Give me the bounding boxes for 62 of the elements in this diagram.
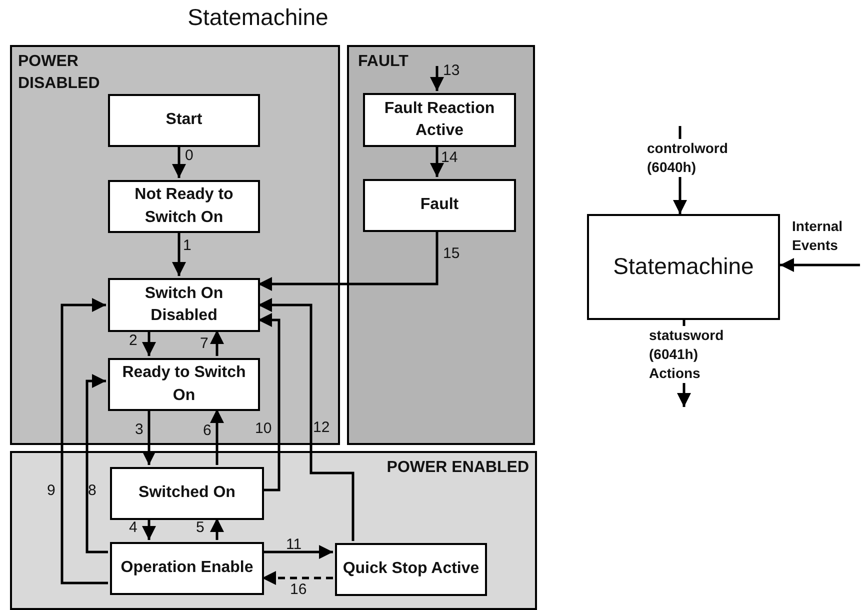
state-box	[108, 358, 260, 411]
transition-arrow	[172, 231, 186, 276]
state-box	[335, 543, 487, 596]
transition-number: 11	[286, 537, 302, 552]
transition-arrow	[780, 258, 860, 272]
state-label: Not Ready to Switch On	[134, 185, 234, 228]
transition-arrow	[430, 145, 444, 177]
transition-arrow	[142, 330, 156, 356]
state-box	[108, 180, 260, 233]
state-box	[108, 278, 260, 332]
transition-arrow	[258, 298, 354, 541]
transition-arrow	[172, 145, 186, 178]
diagram-title: Statemachine	[186, 4, 330, 31]
transition-arrow	[258, 313, 280, 492]
state-box	[108, 94, 260, 147]
state-label: Ready to Switch On	[121, 363, 247, 406]
block-box	[587, 214, 780, 320]
transition-arrow	[262, 545, 333, 559]
transition-arrow	[86, 374, 108, 554]
state-box	[110, 467, 264, 520]
transition-arrow	[210, 330, 224, 356]
transition-arrow	[60, 298, 108, 584]
transition-number: 10	[255, 421, 272, 436]
transition-number: 14	[441, 150, 458, 165]
transition-number: 13	[443, 63, 460, 78]
transition-number: 12	[313, 420, 330, 435]
state-label: Operation Enable	[120, 558, 254, 578]
transition-number: 15	[443, 246, 460, 261]
region-panel	[10, 451, 537, 610]
state-label: Statemachine	[612, 252, 755, 282]
transition-number: 8	[88, 483, 96, 498]
state-label: Switched On	[138, 483, 236, 504]
transition-arrow	[210, 409, 224, 465]
state-box	[110, 542, 264, 595]
state-label: Quick Stop Active	[342, 559, 480, 580]
region-panel	[10, 45, 340, 445]
transition-number: 1	[183, 238, 192, 253]
state-box	[363, 179, 516, 232]
transition-number: 9	[47, 483, 56, 498]
region-title: POWER ENABLED	[386, 458, 529, 478]
transition-number: 4	[129, 520, 138, 535]
transition-arrow	[210, 518, 224, 540]
state-label: Start	[164, 110, 204, 130]
transition-number: 3	[135, 422, 144, 437]
transition-number: 0	[185, 148, 194, 163]
transition-arrow	[142, 518, 156, 540]
transition-number: 7	[200, 336, 208, 351]
state-label: Fault	[419, 195, 460, 216]
region-title: FAULT	[358, 52, 408, 72]
region-title: POWER DISABLED	[18, 52, 101, 94]
transition-number: 6	[203, 423, 212, 438]
transition-arrow	[430, 66, 444, 91]
transition-arrow	[258, 230, 438, 291]
region-panel	[347, 45, 535, 445]
state-box	[363, 93, 516, 147]
transition-arrow	[142, 409, 156, 465]
state-label: Switch On Disabled	[144, 284, 224, 326]
transition-arrow	[262, 571, 333, 585]
transition-number: 16	[290, 582, 307, 597]
transition-number: 2	[129, 333, 138, 348]
transition-number: 5	[196, 520, 204, 535]
state-label: Fault Reaction Active	[383, 98, 496, 141]
